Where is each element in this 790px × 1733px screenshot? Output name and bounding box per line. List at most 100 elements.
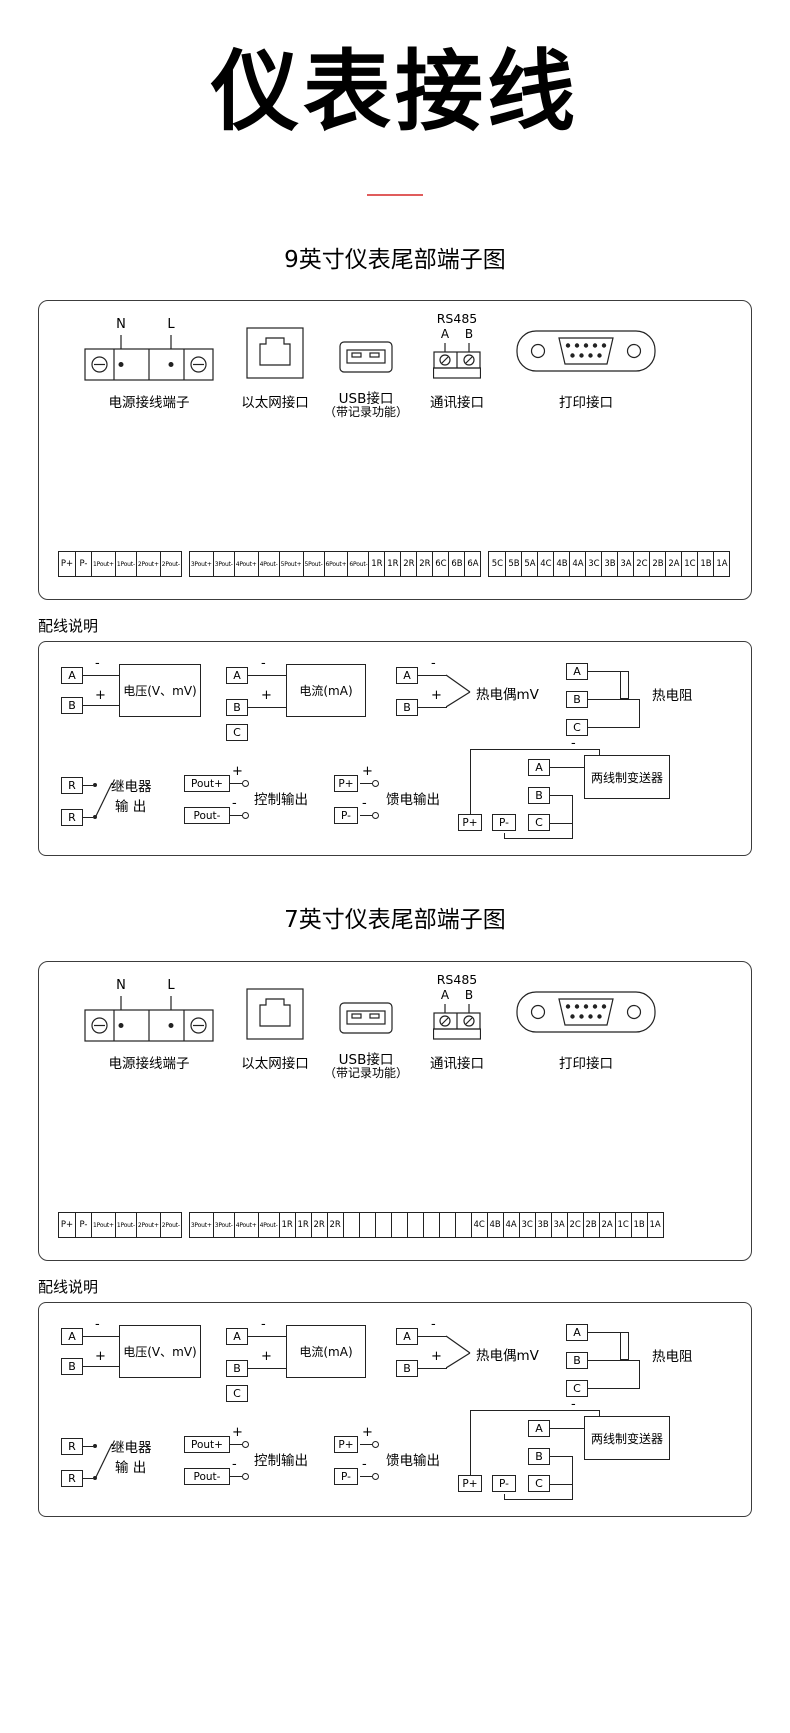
wire xyxy=(418,1368,447,1370)
power-n-label: N xyxy=(116,317,126,333)
thermocouple-junction-icon xyxy=(446,1335,471,1369)
wire xyxy=(504,1494,505,1500)
terminal-r-box: R xyxy=(61,777,83,795)
power-terminal-icon xyxy=(84,335,214,381)
wire xyxy=(230,815,242,817)
feed-output-label: 馈电输出 xyxy=(386,1453,440,1470)
terminal-dot xyxy=(372,812,379,820)
printer-port-icon xyxy=(516,330,656,372)
wire xyxy=(83,1478,93,1480)
terminal-cell: 3Pout+ xyxy=(190,560,212,568)
transmitter-box: 两线制变送器 xyxy=(584,1416,670,1461)
minus-sign: - xyxy=(362,1457,367,1473)
plus-sign: + xyxy=(261,688,272,704)
rs485-port-label: 通讯接口 xyxy=(430,1056,484,1073)
terminal-cell: 4B xyxy=(553,552,569,577)
terminal-cell: 2B xyxy=(649,552,665,577)
terminal-cell: 4A xyxy=(569,552,585,577)
plus-sign: + xyxy=(362,1425,373,1441)
wire xyxy=(588,1360,640,1362)
current-box: 电流(mA) xyxy=(286,664,366,718)
terminal-cell: 1Pout- xyxy=(114,1213,136,1238)
terminal-b-box: B xyxy=(61,697,83,715)
ethernet-port-icon xyxy=(246,327,304,379)
wire xyxy=(418,1336,447,1338)
wire xyxy=(83,705,119,707)
plus-sign: + xyxy=(362,764,373,780)
terminal-b-box: B xyxy=(226,699,248,717)
control-output-label: 控制输出 xyxy=(254,792,308,809)
power-l-label: L xyxy=(167,978,175,994)
wiring-note-label: 配线说明 xyxy=(38,617,99,636)
terminal-panel-7inch: N L 电源接线端子 以太网接口 xyxy=(38,961,752,1262)
rs485-a-label: A xyxy=(440,988,450,1003)
ethernet-port-icon xyxy=(246,988,304,1040)
wire xyxy=(360,1476,372,1478)
terminal-cell xyxy=(342,1213,359,1238)
minus-sign: - xyxy=(232,1457,237,1473)
terminal-cell: 6C xyxy=(432,552,448,577)
terminal-dot xyxy=(372,1441,379,1449)
terminal-a-box: A xyxy=(396,1328,418,1346)
voltage-box: 电压(V、mV) xyxy=(119,1325,201,1379)
voltage-box: 电压(V、mV) xyxy=(119,664,201,718)
terminal-cell: 2A xyxy=(598,1213,615,1238)
wire xyxy=(572,1456,573,1501)
relay-switch-icon xyxy=(93,783,113,820)
minus-sign: - xyxy=(431,656,436,672)
minus-sign: - xyxy=(571,736,576,752)
terminal-cell: 2Pout- xyxy=(159,1213,181,1238)
plus-sign: + xyxy=(431,1349,442,1365)
terminal-dot xyxy=(242,780,249,788)
terminal-cell xyxy=(438,1213,455,1238)
rtd-label: 热电阻 xyxy=(652,688,693,705)
wire xyxy=(550,1484,572,1486)
usb-port-icon xyxy=(339,341,393,373)
terminal-cell: 1B xyxy=(697,552,713,577)
thermocouple-junction-icon xyxy=(446,674,471,708)
power-port-label: 电源接线端子 xyxy=(108,395,190,412)
terminal-cell: 2Pout+ xyxy=(135,1213,160,1238)
power-n-label: N xyxy=(116,978,126,994)
terminal-c-box: C xyxy=(528,1475,550,1493)
rtd-label: 热电阻 xyxy=(652,1349,693,1366)
relay-label-line1: 继电器 xyxy=(111,779,152,796)
terminal-b-box: B xyxy=(566,691,588,709)
wire xyxy=(504,833,505,839)
terminal-cell: 1R xyxy=(384,552,400,577)
p-minus-box: P- xyxy=(334,1468,358,1486)
rs485-terminal-icon xyxy=(433,1004,481,1040)
pout-plus-box: Pout+ xyxy=(184,775,230,793)
wire xyxy=(504,838,573,840)
current-box: 电流(mA) xyxy=(286,1325,366,1379)
terminal-a-box: A xyxy=(226,667,248,685)
wire xyxy=(588,671,624,673)
terminal-strip: P+P-1Pout+1Pout-2Pout+2Pout- 3Pout+3Pout… xyxy=(58,1212,664,1239)
terminal-cell: P- xyxy=(75,552,91,577)
terminal-cell: 3B xyxy=(534,1213,551,1238)
minus-sign: - xyxy=(261,656,266,672)
terminal-cell: 3A xyxy=(550,1213,567,1238)
terminal-cell: 6Pout- xyxy=(347,552,368,577)
minus-sign: - xyxy=(362,796,367,812)
feed-output-label: 馈电输出 xyxy=(386,792,440,809)
wire xyxy=(550,1428,584,1430)
wire xyxy=(418,675,447,677)
terminal-a-box: A xyxy=(566,663,588,681)
wire xyxy=(470,1410,471,1476)
wiring-diagram-box: A B - + 电压(V、mV) A B C - + 电流(mA) A B - … xyxy=(38,641,752,857)
terminal-r-box: R xyxy=(61,1438,83,1456)
terminal-b-box: B xyxy=(528,787,550,805)
rs485-b-label: B xyxy=(464,988,474,1003)
rs485-b-label: B xyxy=(464,327,474,342)
wire xyxy=(599,749,600,756)
plus-sign: + xyxy=(95,1349,106,1365)
terminal-dot xyxy=(242,1441,249,1449)
terminal-cell xyxy=(390,1213,407,1238)
terminal-c-box: C xyxy=(528,814,550,832)
terminal-cell: P+ xyxy=(60,1220,74,1231)
terminal-cell: 2R xyxy=(400,552,416,577)
plus-sign: + xyxy=(431,688,442,704)
terminal-cell: 5B xyxy=(505,552,521,577)
usb-port-label: USB接口 xyxy=(338,391,394,408)
